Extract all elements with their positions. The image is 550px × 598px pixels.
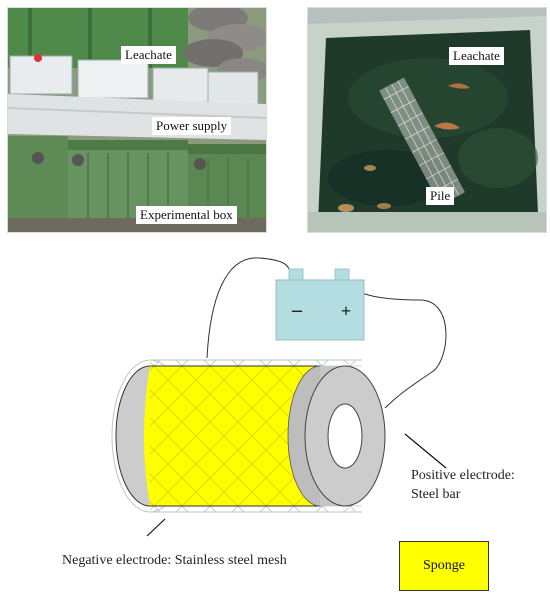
legend-sponge: Sponge: [399, 541, 489, 591]
legend-sponge-label: Sponge: [423, 558, 465, 573]
label-leachate-left: Leachate: [121, 46, 176, 64]
label-positive-electrode-line2: Steel bar: [411, 487, 461, 502]
photo-experimental-setup: Leachate Power supply Experimental box: [7, 7, 267, 233]
battery: – +: [275, 268, 365, 341]
photo-leachate-tank: Leachate Pile: [307, 7, 547, 233]
steel-bar-ring: [287, 365, 386, 507]
battery-negative-symbol: –: [291, 299, 303, 321]
battery-positive-symbol: +: [341, 301, 351, 321]
electrode-diagram: – + Positive electrode: Steel bar Negati…: [62, 257, 515, 568]
label-positive-electrode-line1: Positive electrode:: [411, 468, 515, 483]
pointer-positive: [404, 433, 447, 469]
wire-positive: [346, 277, 447, 409]
label-power-supply: Power supply: [152, 117, 232, 135]
label-leachate-right: Leachate: [449, 47, 504, 65]
pointer-negative: [146, 518, 166, 537]
wire-negative: [206, 257, 293, 359]
sponge-body: [144, 365, 320, 507]
label-pile: Pile: [426, 187, 455, 205]
photo-leachate-tank-image: [308, 8, 546, 232]
photo-experimental-setup-image: [8, 8, 266, 232]
label-experimental-box: Experimental box: [136, 206, 237, 224]
label-negative-electrode: Negative electrode: Stainless steel mesh: [62, 553, 287, 568]
